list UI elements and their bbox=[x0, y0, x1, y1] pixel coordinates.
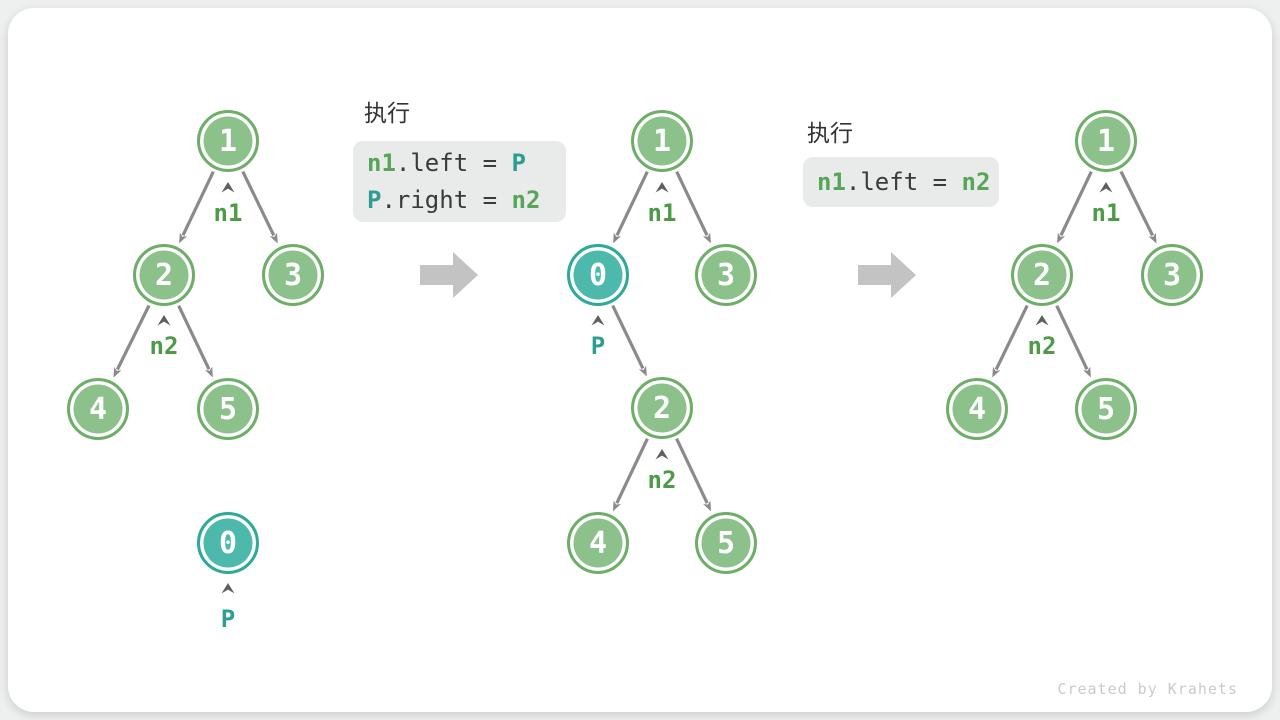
tree-edge-2-4 bbox=[612, 438, 649, 512]
pointer-caret-icon bbox=[655, 449, 669, 460]
tree-edge-0-2 bbox=[611, 304, 647, 377]
tree-node-4: 4 bbox=[567, 512, 629, 574]
pointer-label-n1: n1 bbox=[1091, 199, 1121, 227]
code-line: n1.left = P bbox=[367, 145, 552, 182]
pointer-label-n1: n1 bbox=[647, 199, 677, 227]
code-token: P bbox=[511, 148, 526, 177]
pointer-caret-icon bbox=[1035, 315, 1049, 326]
tree-node-5: 5 bbox=[1075, 378, 1137, 440]
tree-edge-2-5 bbox=[675, 438, 712, 512]
tree-edge-1-3 bbox=[1119, 170, 1157, 244]
code-token: P bbox=[367, 185, 382, 214]
transition-arrow-icon bbox=[858, 252, 916, 298]
pointer-caret-icon bbox=[221, 182, 235, 193]
tree-node-4: 4 bbox=[67, 378, 129, 440]
watermark: Created by Krahets bbox=[1057, 680, 1238, 698]
pointer-caret-icon bbox=[655, 182, 669, 193]
code-block-title: 执行 bbox=[807, 121, 853, 147]
tree-node-0: 0 bbox=[197, 512, 259, 574]
tree-node-1: 1 bbox=[631, 110, 693, 172]
tree-node-3: 3 bbox=[1141, 244, 1203, 306]
tree-node-3: 3 bbox=[695, 244, 757, 306]
tree-node-1: 1 bbox=[197, 110, 259, 172]
tree-edge-1-3 bbox=[675, 171, 711, 244]
tree-node-0: 0 bbox=[567, 244, 629, 306]
pointer-caret-icon bbox=[591, 315, 605, 326]
tree-node-5: 5 bbox=[695, 512, 757, 574]
code-block-title: 执行 bbox=[364, 101, 410, 127]
pointer-label-P: P bbox=[590, 332, 606, 360]
pointer-caret-icon bbox=[221, 583, 235, 594]
tree-edge-1-0 bbox=[613, 171, 649, 244]
pointer-label-n2: n2 bbox=[149, 332, 179, 360]
tree-edge-2-4 bbox=[992, 304, 1029, 378]
code-token: .right = bbox=[381, 185, 512, 214]
tree-edge-1-2 bbox=[179, 171, 215, 244]
code-token: n2 bbox=[961, 167, 991, 196]
tree-edge-2-5 bbox=[1055, 305, 1091, 378]
tree-edge-1-3 bbox=[241, 170, 278, 244]
tree-node-2: 2 bbox=[631, 377, 693, 439]
tree-edge-2-4 bbox=[113, 304, 151, 378]
code-token: n1 bbox=[367, 148, 396, 177]
code-token: n1 bbox=[817, 167, 846, 196]
pointer-label-n2: n2 bbox=[647, 466, 677, 494]
code-token: .left = bbox=[845, 167, 962, 196]
tree-edge-1-2 bbox=[1057, 171, 1093, 244]
code-token: n2 bbox=[511, 185, 541, 214]
pointer-label-n1: n1 bbox=[213, 199, 243, 227]
code-line: n1.left = n2 bbox=[817, 164, 990, 201]
tree-node-2: 2 bbox=[133, 244, 195, 306]
pointer-caret-icon bbox=[1099, 182, 1113, 193]
code-block: n1.left = n2 bbox=[803, 157, 999, 207]
tree-node-2: 2 bbox=[1011, 244, 1073, 306]
tree-node-1: 1 bbox=[1075, 110, 1137, 172]
pointer-label-P: P bbox=[220, 605, 236, 633]
pointer-caret-icon bbox=[157, 315, 171, 326]
tree-node-3: 3 bbox=[262, 244, 324, 306]
code-token: .left = bbox=[395, 148, 512, 177]
transition-arrow-icon bbox=[420, 252, 478, 298]
pointer-label-n2: n2 bbox=[1027, 332, 1057, 360]
tree-node-4: 4 bbox=[946, 378, 1008, 440]
tree-edge-2-5 bbox=[177, 305, 213, 378]
code-line: P.right = n2 bbox=[367, 182, 552, 219]
tree-node-5: 5 bbox=[197, 378, 259, 440]
